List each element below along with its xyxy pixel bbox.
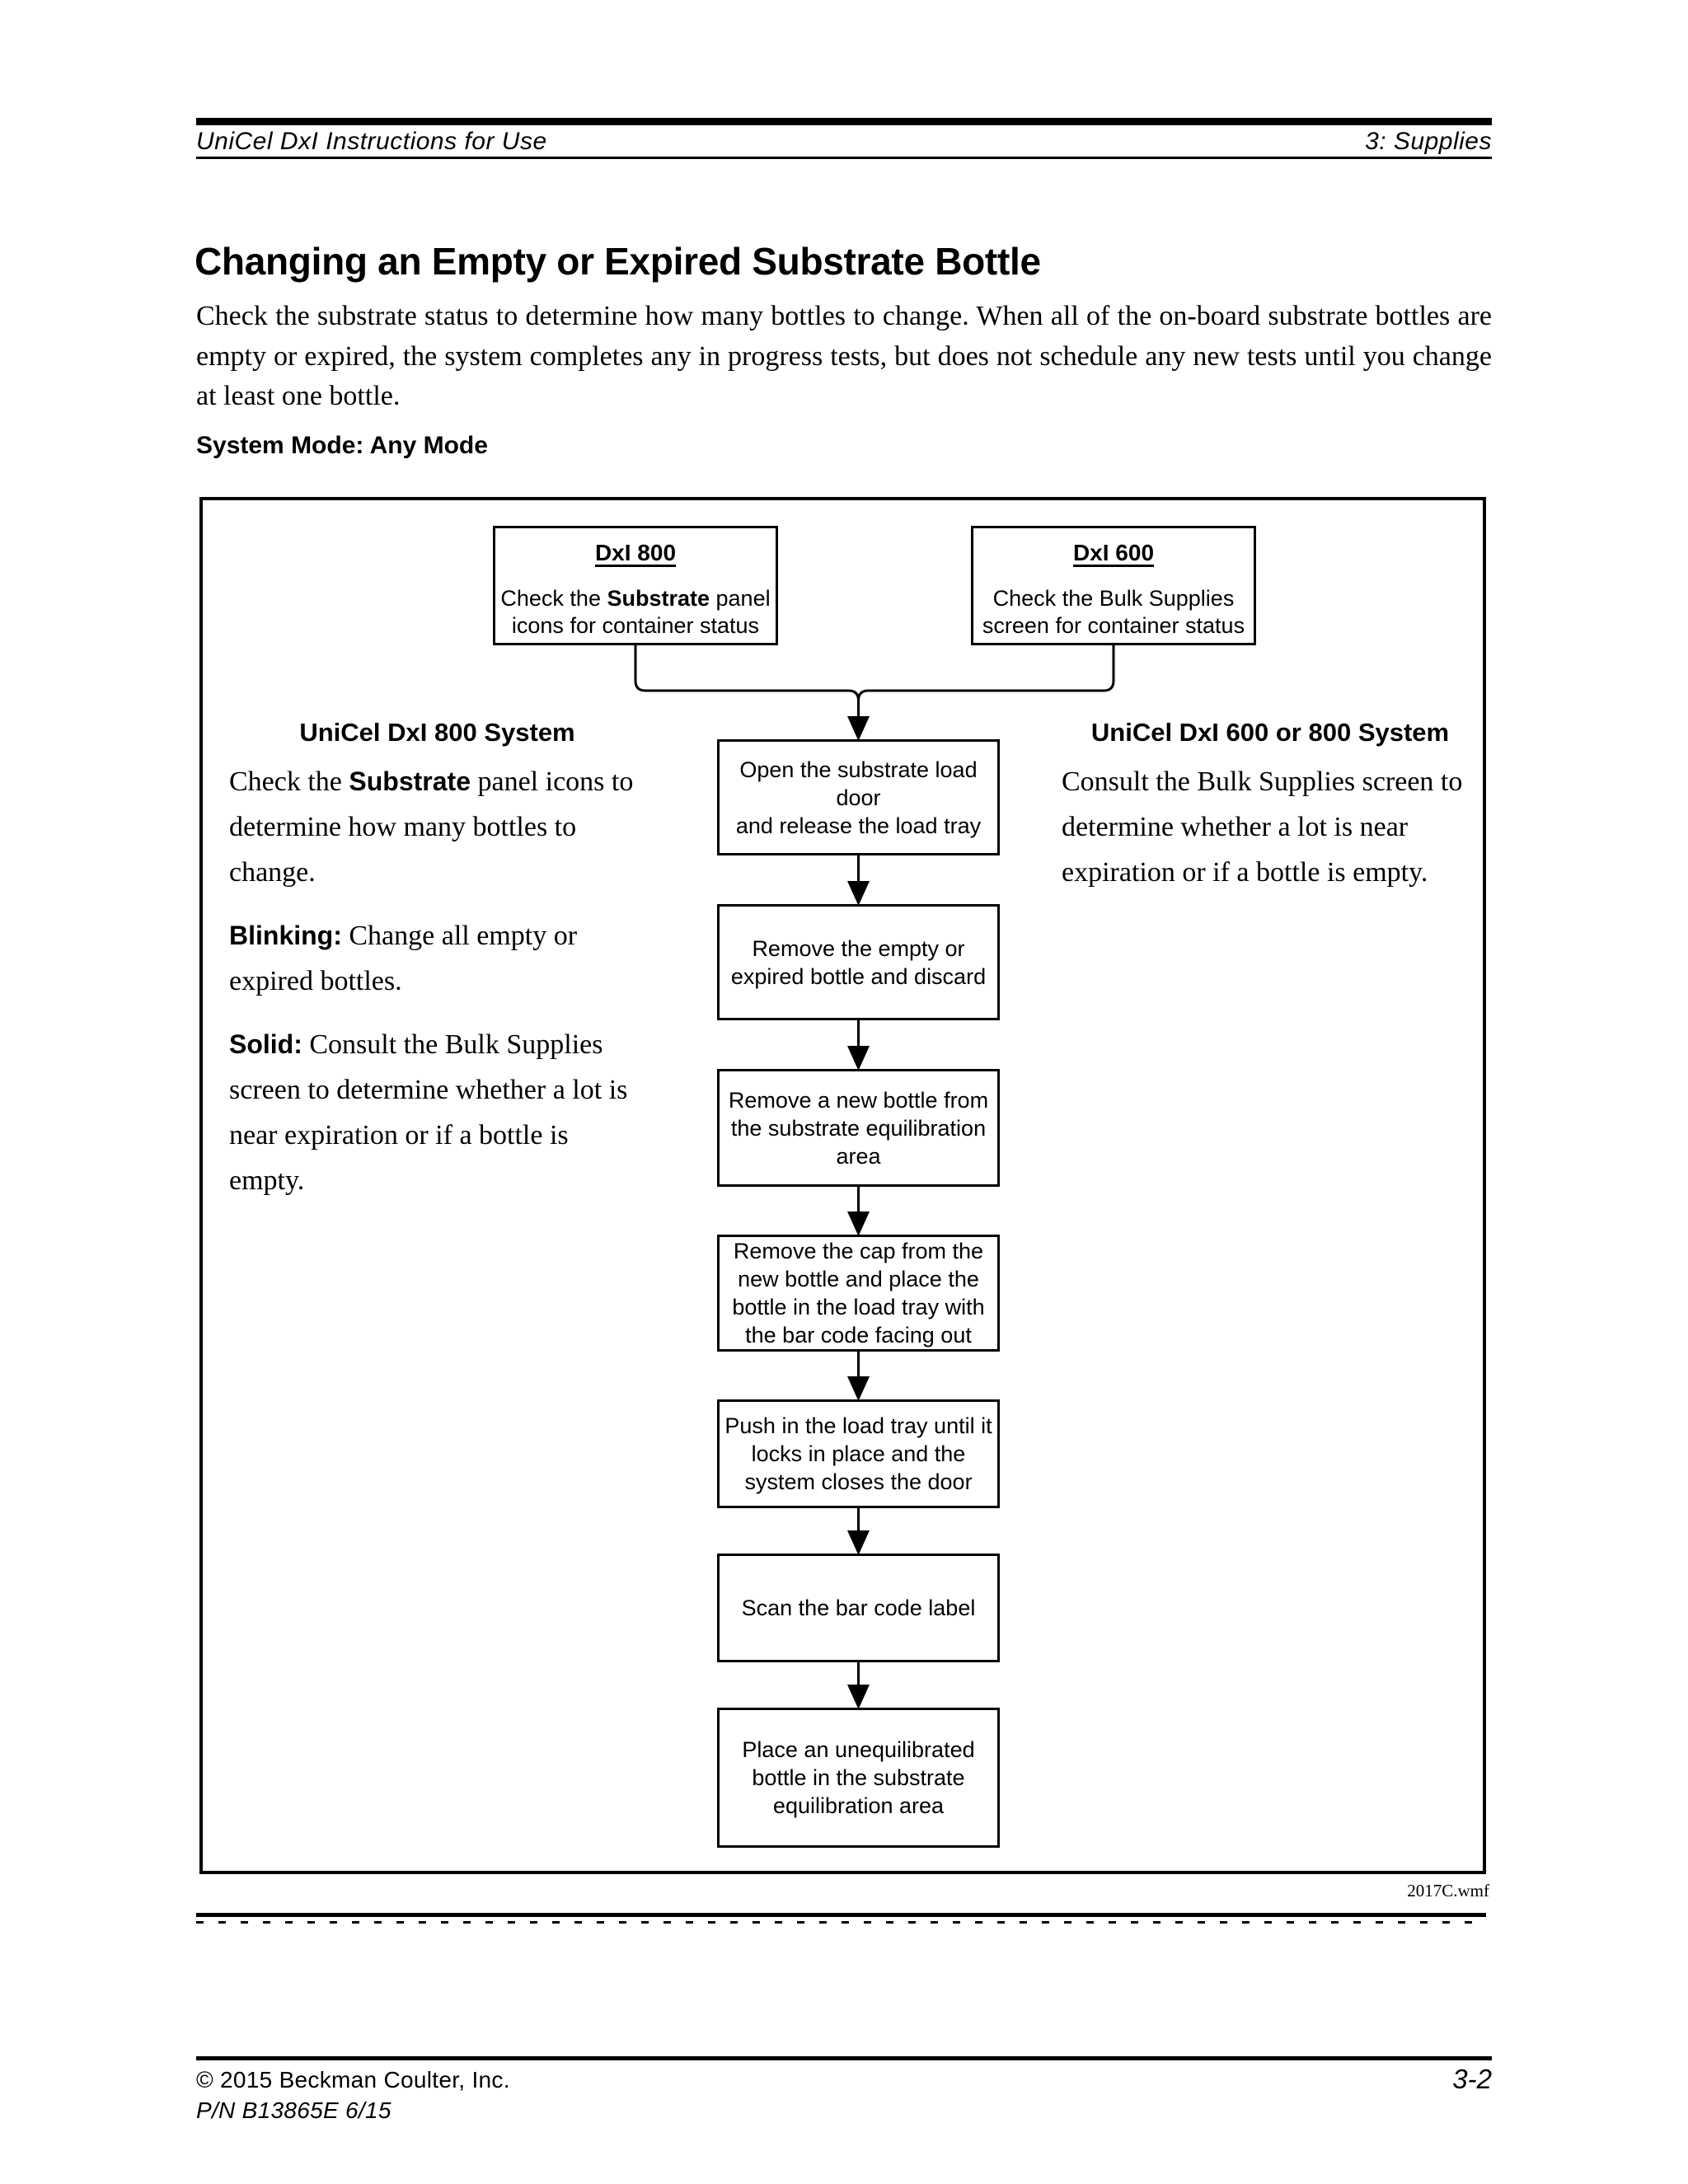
substrate-bold-term: Substrate	[349, 766, 471, 796]
arrow-down-icon	[847, 1685, 870, 1709]
left-panel-para-2: Blinking: Change all empty or expired bo…	[229, 921, 578, 996]
intro-paragraph: Check the substrate status to determine …	[196, 301, 1492, 411]
arrow-down-icon	[847, 1376, 870, 1401]
flow-step-4: Remove the cap from the new bottle and p…	[717, 1235, 1000, 1352]
right-panel-para: Consult the Bulk Supplies screen to dete…	[1062, 766, 1463, 888]
substrate-bold-term: Substrate	[607, 586, 710, 611]
connector-lines	[634, 645, 1115, 1686]
flow-box-dxi600: DxI 600 Check the Bulk Supplies screen f…	[971, 526, 1256, 645]
figure-bottom-rule-dashed	[196, 1921, 1486, 1924]
left-panel: UniCel DxI 800 System Check the Substrat…	[229, 718, 645, 1221]
header-chapter: 3: Supplies	[1365, 128, 1492, 155]
figure-caption: 2017C.wmf	[1407, 1881, 1489, 1900]
footer-copyright: © 2015 Beckman Coulter, Inc.	[196, 2067, 510, 2093]
flow-step-2: Remove the empty or expired bottle and d…	[717, 904, 1000, 1020]
dxi600-heading: DxI 600	[1072, 540, 1155, 565]
flow-step-5: Push in the load tray until it locks in …	[717, 1399, 1000, 1508]
arrow-down-icon	[847, 881, 870, 906]
arrow-down-icon	[847, 1046, 870, 1071]
arrow-down-icon	[847, 716, 870, 741]
header-underline	[196, 157, 1492, 159]
flow-box-dxi800: DxI 800 Check the Substrate panel icons …	[493, 526, 778, 645]
dxi800-heading: DxI 800	[594, 540, 677, 565]
figure-bottom-rule	[196, 1913, 1486, 1917]
blinking-bold-term: Blinking:	[229, 921, 342, 950]
flow-step-1: Open the substrate load door and release…	[717, 739, 1000, 855]
header-document-title: UniCel DxI Instructions for Use	[196, 128, 547, 155]
flow-step-7: Place an unequilibrated bottle in the su…	[717, 1708, 1000, 1848]
arrow-down-icon	[847, 1530, 870, 1555]
footer-part-number: P/N B13865E 6/15	[196, 2097, 392, 2123]
header-top-bar	[196, 118, 1492, 125]
solid-bold-term: Solid:	[229, 1029, 302, 1059]
footer-page-number: 3-2	[1452, 2064, 1492, 2094]
left-panel-heading: UniCel DxI 800 System	[299, 718, 575, 747]
dxi600-body: Check the Bulk Supplies screen for conta…	[982, 586, 1245, 638]
flow-step-3: Remove a new bottle from the substrate e…	[717, 1069, 1000, 1187]
page-header: UniCel DxI Instructions for Use 3: Suppl…	[196, 128, 1492, 156]
dxi800-body: Check the Substrate panel icons for cont…	[500, 586, 771, 638]
arrowhead-down-icons	[847, 716, 870, 1709]
right-panel: UniCel DxI 600 or 800 System Consult the…	[1062, 718, 1479, 913]
system-mode-label: System Mode: Any Mode	[196, 432, 488, 459]
figure-border	[199, 497, 1486, 1874]
flow-connectors	[634, 645, 1115, 1709]
flowchart-figure: DxI 800 Check the Substrate panel icons …	[199, 497, 1486, 1874]
right-panel-heading: UniCel DxI 600 or 800 System	[1090, 718, 1450, 747]
left-panel-para-3: Solid: Consult the Bulk Supplies screen …	[229, 1029, 628, 1196]
footer-rule	[196, 2056, 1492, 2060]
flow-step-6: Scan the bar code label	[717, 1554, 1000, 1662]
page-title: Changing an Empty or Expired Substrate B…	[195, 240, 1041, 283]
arrow-down-icon	[847, 1212, 870, 1236]
left-panel-para-1: Check the Substrate panel icons to deter…	[229, 766, 634, 888]
